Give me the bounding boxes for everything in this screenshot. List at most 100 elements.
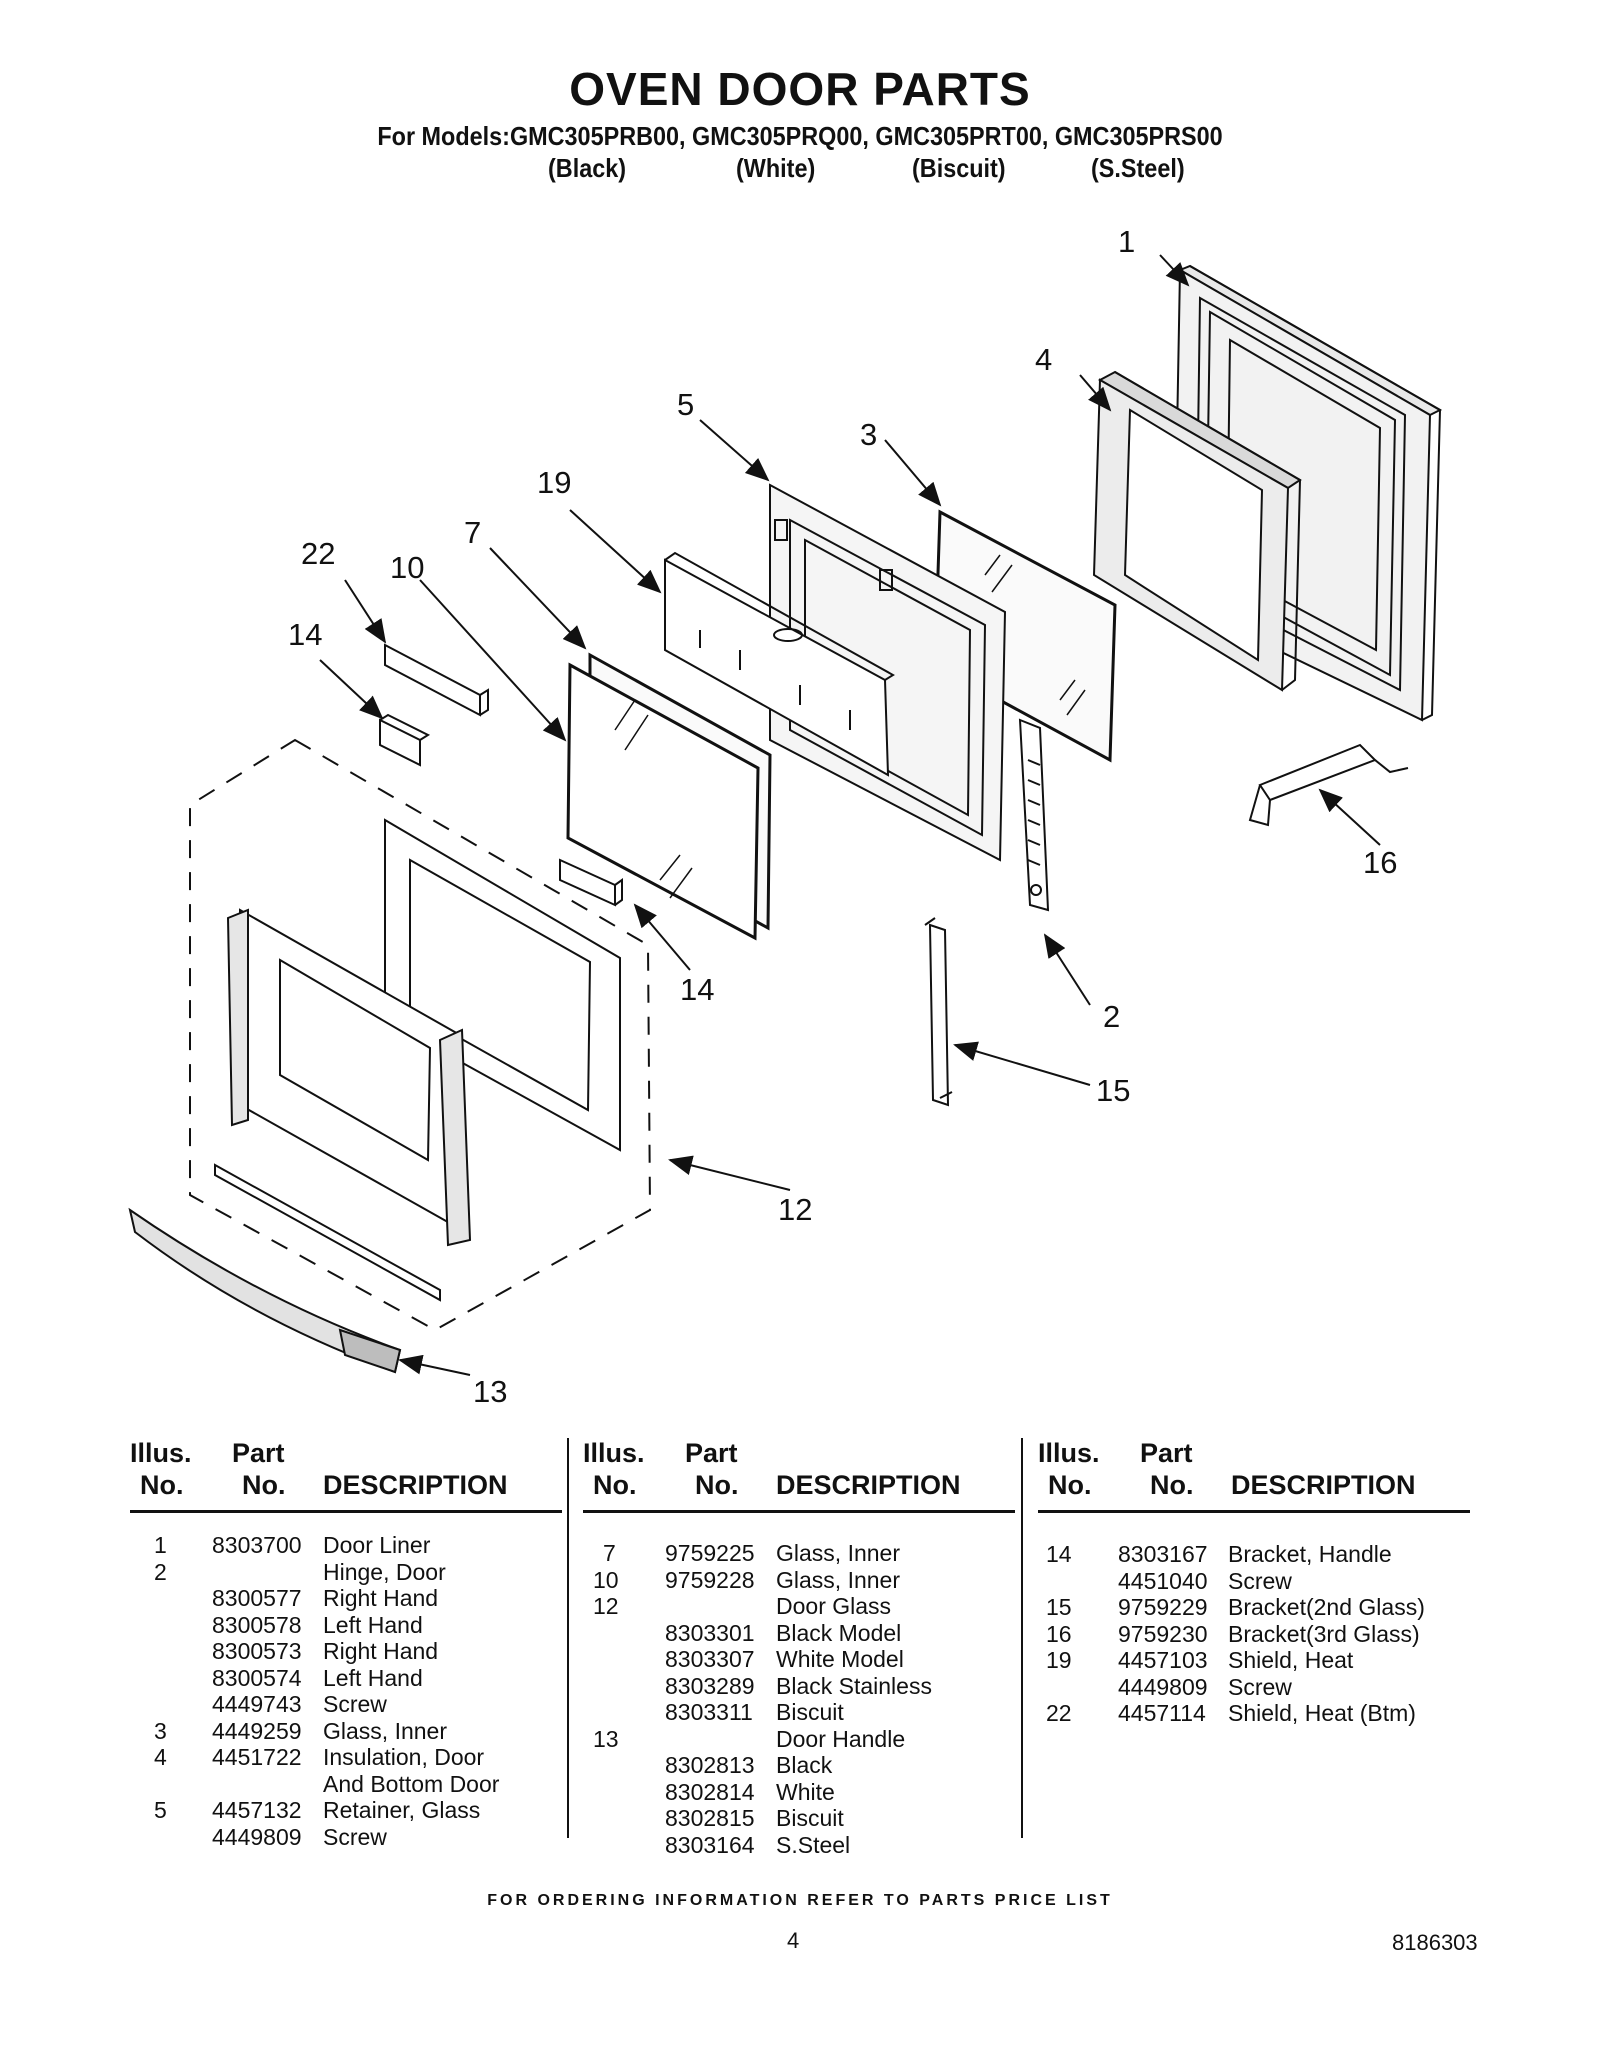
description: And Bottom Door [323,1770,500,1797]
part-no: 8303307 [665,1646,755,1672]
illus-no: 15 [1046,1594,1072,1620]
callout-4: 4 [1035,342,1052,377]
header-description: DESCRIPTION [1231,1470,1416,1500]
part-no: 9759225 [665,1540,755,1566]
header-part: Part [232,1438,285,1468]
callout-16: 16 [1363,845,1397,880]
description: Shield, Heat [1228,1647,1354,1673]
header-illus: Illus. [583,1438,645,1468]
header-illus-no: No. [140,1470,184,1500]
callout-7: 7 [464,515,481,550]
illus-no: 1 [154,1532,167,1558]
description: S.Steel [776,1831,851,1858]
description: Black Model [776,1619,902,1646]
description: Screw [323,1823,387,1850]
description: Screw [323,1691,387,1717]
part-no: 8303301 [665,1619,755,1646]
description: Screw [1228,1673,1292,1700]
heat-shield-part [664,551,895,777]
bracket-handle-lower-part [559,858,623,907]
part-no: 8303167 [1118,1541,1208,1567]
column-divider [567,1438,569,1838]
illus-no: 3 [154,1717,167,1744]
page-number: 4 [787,1928,800,1953]
part-no: 8300574 [212,1664,302,1691]
description: Biscuit [776,1699,844,1725]
part-no: 8302813 [665,1752,755,1778]
callout-15: 15 [1096,1073,1130,1108]
part-no: 4449809 [1118,1673,1208,1700]
part-no: 8303164 [665,1831,755,1858]
callout-13: 13 [473,1374,507,1409]
variant-label: (Biscuit) [912,153,1006,183]
illus-no: 4 [154,1744,167,1770]
part-no: 8302814 [665,1778,755,1805]
description: Bracket, Handle [1228,1541,1392,1567]
callout-12: 12 [778,1192,812,1227]
description: White Model [776,1646,904,1672]
table-header: Illus. No. Part No. DESCRIPTION [583,1438,1018,1510]
header-illus-no: No. [593,1470,637,1500]
part-no: 4449743 [212,1691,302,1717]
description: Door Liner [323,1532,431,1558]
callout-14: 14 [680,972,714,1007]
part-no: 8300573 [212,1638,302,1664]
description: Screw [1228,1567,1292,1594]
models-line: For Models:GMC305PRB00, GMC305PRQ00, GMC… [377,121,1223,151]
callout-14: 14 [288,617,322,652]
header-part: Part [1140,1438,1193,1468]
description: Left Hand [323,1664,423,1691]
description: Bracket(2nd Glass) [1228,1594,1425,1620]
part-no: 4451040 [1118,1567,1208,1594]
description: Left Hand [323,1611,423,1638]
description: Bracket(3rd Glass) [1228,1620,1420,1647]
header-part-no: No. [695,1470,739,1500]
illus-no: 14 [1046,1541,1072,1567]
exploded-parts-diagram: 1 4 5 3 19 7 22 10 14 16 14 2 15 12 13 [128,224,1443,1409]
hinge-door-part [1018,718,1050,912]
part-no: 4449259 [212,1717,302,1744]
description: Shield, Heat (Btm) [1228,1700,1416,1726]
glass-panels-part [566,652,772,941]
page-title: OVEN DOOR PARTS [569,63,1031,115]
variant-label: (S.Steel) [1091,153,1185,183]
part-no: 8302815 [665,1805,755,1831]
part-no: 4449809 [212,1823,302,1850]
part-no: 8303289 [665,1672,755,1699]
table-header: Illus. No. Part No. DESCRIPTION [130,1438,568,1510]
header-illus: Illus. [1038,1438,1100,1468]
header-description: DESCRIPTION [776,1470,961,1500]
header-rule [1038,1510,1470,1513]
header-rule [130,1510,562,1513]
description: Glass, Inner [323,1717,447,1744]
variant-label: (Black) [548,153,627,183]
description: Black Stainless [776,1672,932,1699]
part-no: 8300577 [212,1585,302,1611]
header-part-no: No. [1150,1470,1194,1500]
callout-10: 10 [390,550,424,585]
part-no: 9759229 [1118,1594,1208,1620]
description: Right Hand [323,1585,439,1611]
illus-no: 5 [154,1797,167,1823]
description: Glass, Inner [776,1540,900,1566]
callout-22: 22 [301,536,335,571]
column-divider [1021,1438,1023,1838]
heat-shield-btm-part [384,643,489,717]
insulation-door-part [1092,370,1302,692]
description: Biscuit [776,1805,844,1831]
callout-19: 19 [537,465,571,500]
illus-no: 7 [603,1540,616,1566]
bracket-2nd-glass-part [924,917,953,1107]
description: Door Handle [776,1725,906,1752]
door-handle-part [128,1207,402,1374]
part-no: 9759230 [1118,1620,1208,1647]
callout-5: 5 [677,387,694,422]
variant-label: (White) [736,153,816,183]
illus-no: 10 [593,1566,619,1593]
bracket-3rd-glass-part [1248,743,1409,827]
description: Hinge, Door [323,1558,446,1585]
ordering-note: FOR ORDERING INFORMATION REFER TO PARTS … [487,1892,1113,1909]
header-illus: Illus. [130,1438,192,1468]
description: Black [776,1752,833,1778]
